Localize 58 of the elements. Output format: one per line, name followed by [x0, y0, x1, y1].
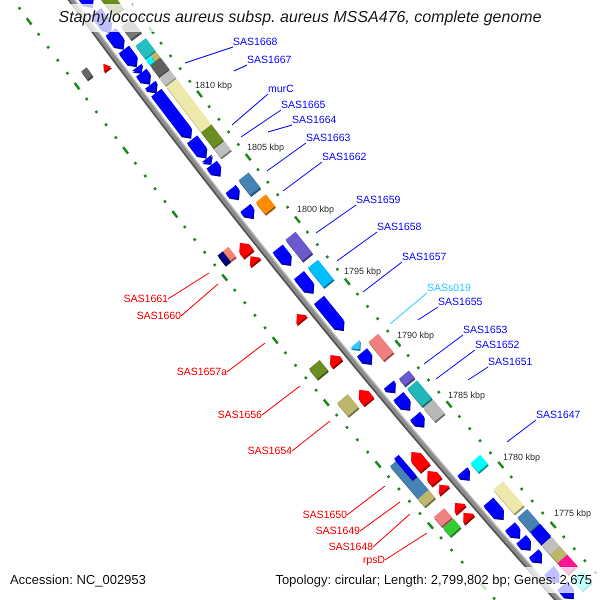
gene-label: SAS1649	[316, 525, 360, 537]
leader-line	[232, 94, 268, 126]
gene-label: SAS1660	[136, 310, 181, 322]
gene-label: SAS1657a	[176, 366, 227, 378]
leader-line	[184, 46, 234, 64]
leader-line	[180, 284, 218, 316]
leader-line	[418, 306, 438, 320]
gene-label: SAS1661	[124, 293, 168, 305]
scale-label: 1810 kbp	[195, 80, 232, 90]
gene-label: SAS1659	[356, 194, 400, 206]
gene-label: rpsD	[362, 554, 385, 566]
leader-line	[292, 420, 330, 452]
leader-line	[390, 292, 428, 324]
leader-line	[372, 514, 410, 548]
leader-line	[234, 64, 248, 72]
leader-line	[346, 486, 386, 516]
gene-label: SAS1662	[322, 151, 366, 163]
gene-label: murC	[268, 83, 294, 95]
scale-label: 1805 kbp	[247, 142, 284, 152]
gene-label: SAS1651	[488, 356, 532, 368]
gene-label: SAS1648	[328, 541, 373, 553]
leader-line	[316, 204, 356, 234]
leader-line	[266, 142, 306, 172]
scale-label: 1780 kbp	[503, 452, 540, 462]
leader-line	[226, 342, 266, 372]
scale-label: 1800 kbp	[297, 204, 334, 214]
leader-line	[282, 162, 322, 192]
gene-label: SAS1665	[281, 99, 326, 111]
leader-line	[360, 502, 400, 532]
leader-line	[384, 532, 428, 560]
gene-label: SAS1668	[233, 36, 278, 48]
gene-label: SAS1647	[536, 409, 580, 421]
leader-line	[268, 124, 292, 132]
gene-label: SAS1658	[377, 221, 422, 233]
gene-label: SAS1654	[248, 445, 292, 457]
gene-label: SAS1650	[302, 509, 347, 521]
scale-label: 1785 kbp	[448, 390, 486, 400]
scale-label: 1790 kbp	[397, 330, 434, 340]
gene-label: SASs019	[427, 282, 471, 294]
leader-line	[424, 334, 464, 364]
leader-line	[336, 232, 378, 262]
gene-label: SAS1664	[292, 114, 336, 126]
gene-label: SAS1652	[475, 339, 520, 351]
gene-label: SAS1657	[402, 251, 446, 263]
leader-line	[240, 110, 282, 138]
gene-label: SAS1667	[247, 54, 292, 66]
gene-label: SAS1656	[218, 409, 262, 421]
leader-line	[506, 420, 536, 442]
leader-line	[362, 262, 402, 292]
gene-label: SAS1653	[463, 324, 508, 336]
leader-line	[262, 386, 300, 416]
scale-label: 1795 kbp	[344, 266, 382, 276]
gene-label: SAS1655	[438, 296, 482, 308]
scale-label: 1775 kbp	[554, 508, 592, 518]
gene-label: SAS1663	[306, 132, 350, 144]
leader-line	[468, 366, 488, 380]
leader-line	[168, 272, 210, 300]
leader-line	[436, 350, 476, 380]
